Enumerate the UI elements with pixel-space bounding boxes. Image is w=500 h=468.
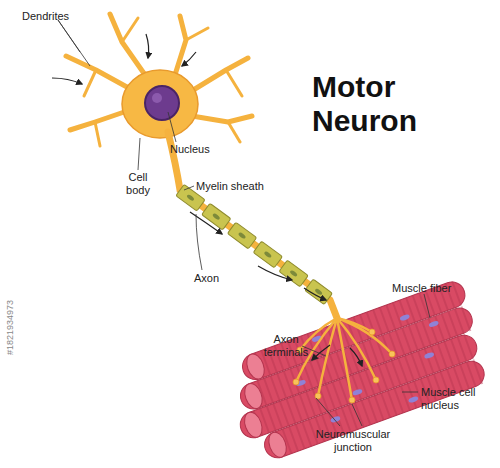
dendrites-label: Dendrites [22,10,102,23]
muscle-nucleus-label: Muscle cell nucleus [421,386,497,412]
dendrites [66,14,252,146]
terminals-label: Axon terminals [256,333,316,359]
axon-shape [168,132,337,318]
axon-label: Axon [194,272,244,285]
myelin-label: Myelin sheath [196,180,286,193]
nucleus-label: Nucleus [170,143,230,156]
cell-body-shape [122,70,198,138]
diagram-title: Motor Neuron [312,70,452,138]
myelin-segments [176,184,333,304]
nucleus-shape [145,86,179,120]
muscle-bundle [218,278,496,466]
axon-terminal-branches [296,318,392,400]
cell-body-label: Cell body [116,171,160,197]
junction-label: Neuromuscular junction [298,428,408,454]
stock-id-watermark: #1821934973 [4,300,17,355]
muscle-fiber-label: Muscle fiber [392,282,472,295]
